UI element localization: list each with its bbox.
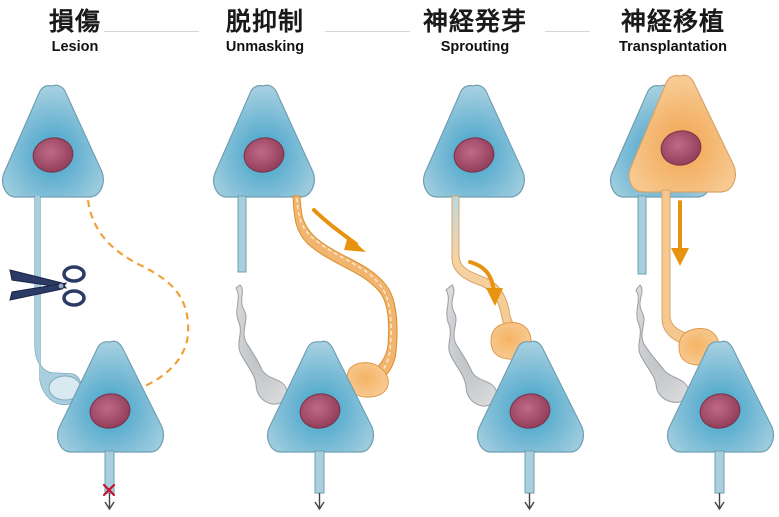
nucleus (660, 130, 702, 166)
header-rule (545, 31, 590, 32)
output-axon (714, 450, 725, 494)
arrow-head (486, 288, 503, 306)
panel-title-en: Lesion (51, 39, 99, 55)
sprouting-axon (451, 195, 515, 331)
panel-title-en: Transplantation (619, 39, 727, 55)
panel-header-sprouting: 神経発芽 Sprouting (380, 6, 570, 56)
output-axon (524, 450, 535, 494)
panel-title-jp: 神経移植 (620, 7, 725, 36)
arrow-icon (104, 493, 115, 511)
arrow-head (671, 248, 689, 266)
nucleus (509, 393, 551, 429)
lesion-panel (2, 84, 190, 511)
panel-title-en: Unmasking (225, 39, 305, 55)
panel-title-jp: 神経発芽 (422, 7, 527, 36)
arrow-icon (714, 493, 725, 511)
header-rule (325, 31, 410, 32)
panel-title-en: Sprouting (440, 39, 510, 55)
transplantation-panel (610, 74, 774, 511)
panel-title-jp: 脱抑制 (225, 7, 304, 36)
degenerated-axon (445, 284, 498, 407)
dashed-pathway (86, 199, 190, 390)
nucleus (299, 393, 341, 429)
panel-header-transplantation: 神経移植 Transplantation (578, 6, 768, 56)
panel-title-jp: 損傷 (48, 7, 101, 36)
nucleus (89, 393, 131, 429)
nucleus (243, 137, 285, 173)
arrow-icon (524, 493, 535, 511)
arrow-icon (314, 493, 325, 511)
nucleus (453, 137, 495, 173)
panel-header-lesion: 損傷 Lesion (0, 6, 170, 56)
panel-header-unmasking: 脱抑制 Unmasking (170, 6, 360, 56)
arrow-icon (468, 260, 496, 294)
severed-axon-stub (637, 195, 647, 275)
output-axon (314, 450, 325, 494)
arrow-head (344, 236, 366, 252)
dashed-core (296, 197, 392, 387)
nucleus (699, 393, 741, 429)
sprouting-panel (423, 84, 584, 511)
degenerated-axon (235, 284, 288, 405)
transplanted-axon (661, 189, 689, 345)
unmasking-panel (213, 84, 398, 511)
cut-mark-icon (102, 483, 116, 497)
severed-axon-stub (237, 195, 247, 273)
header-rule (104, 31, 199, 32)
nucleus (32, 137, 74, 173)
scissors-icon (9, 265, 86, 307)
